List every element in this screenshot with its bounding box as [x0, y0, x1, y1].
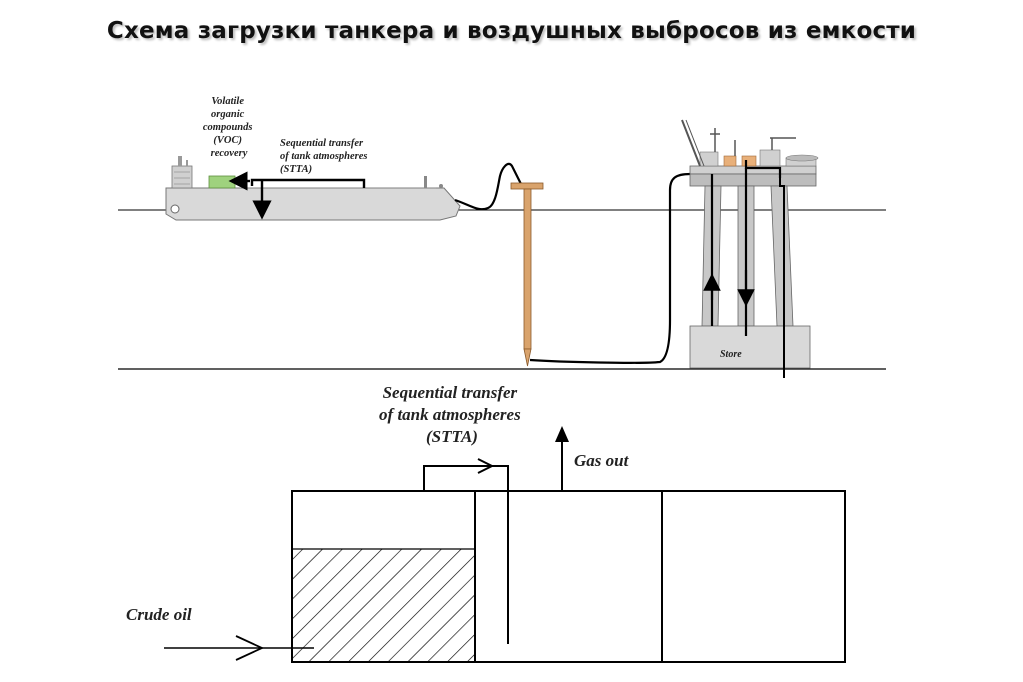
stta-label-top: Sequential transfer of tank atmospheres … [280, 138, 370, 175]
voc-recovery-unit [208, 175, 236, 189]
tanker-bridge [171, 165, 193, 189]
gas-out-arrow-icon [555, 426, 569, 442]
gas-out-label: Gas out [574, 451, 630, 470]
mooring-riser [510, 182, 544, 367]
crude-oil-arrow-icon [235, 635, 265, 661]
store-outlet-line [779, 178, 785, 378]
store-label: Store [720, 349, 742, 360]
crude-oil-label: Crude oil [126, 605, 192, 624]
page-title: Схема загрузки танкера и воздушных выбро… [106, 18, 917, 44]
storage-tank [291, 490, 846, 663]
store-return-line [744, 160, 782, 178]
stta-label-bottom: Sequential transfer of tank atmospheres … [379, 383, 525, 446]
bottom-diagram: Sequential transfer of tank atmospheres … [126, 383, 846, 663]
top-diagram: Volatile organic compounds (VOC) recover… [118, 96, 886, 378]
voc-recovery-label: Volatile organic compounds (VOC) recover… [203, 96, 255, 159]
tanker-ship [165, 156, 461, 221]
loading-hose [454, 162, 523, 211]
crude-oil-fill [293, 549, 474, 661]
offshore-platform [681, 119, 819, 369]
stta-arrow-icon [477, 458, 495, 474]
stta-transfer-pipe [423, 465, 509, 644]
store-base [689, 325, 811, 369]
stta-loop-ship [228, 171, 366, 220]
tanker-hull [165, 187, 461, 221]
platform-leg-3 [770, 185, 794, 327]
subsea-pipeline [529, 172, 712, 364]
